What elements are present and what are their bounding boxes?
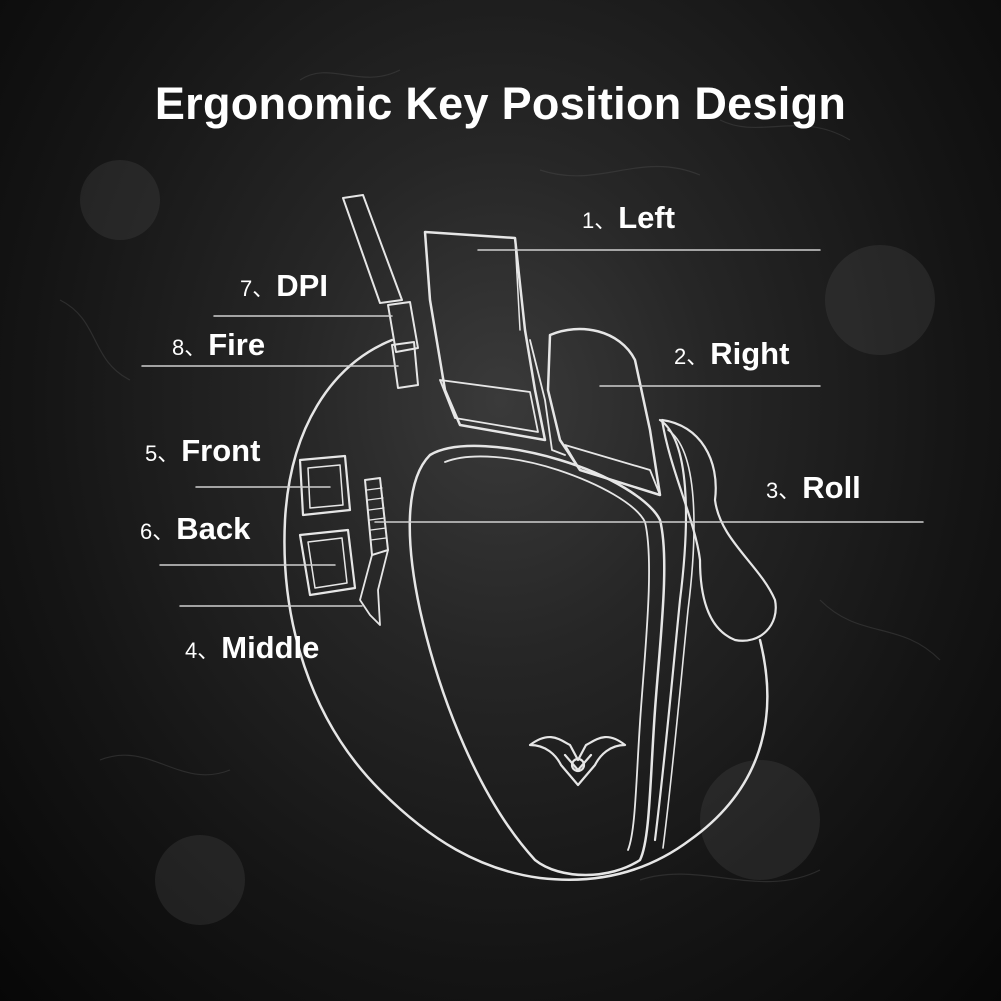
cable-connector — [387, 301, 419, 353]
label-front: 5、Front — [145, 433, 260, 469]
label-middle: 4、Middle — [185, 630, 319, 666]
label-front-text: Front — [181, 433, 261, 468]
label-left-text: Left — [618, 200, 676, 235]
left-button — [423, 230, 547, 442]
label-roll-text: Roll — [802, 470, 861, 505]
label-front-number: 5、 — [145, 441, 180, 466]
label-dpi: 7、DPI — [240, 268, 328, 304]
side-strip — [653, 418, 688, 842]
back-button — [298, 528, 357, 597]
label-right-text: Right — [710, 336, 790, 371]
label-back-number: 6、 — [140, 519, 175, 544]
diagram-title: Ergonomic Key Position Design — [154, 78, 847, 129]
label-dpi-text: DPI — [276, 268, 328, 303]
thumb-grip — [660, 418, 777, 642]
mouse-shell-outline — [283, 338, 769, 881]
label-fire-number: 8、 — [172, 335, 207, 360]
label-dpi-number: 7、 — [240, 276, 275, 301]
palm-panel — [408, 444, 666, 877]
spider-logo-icon — [528, 735, 627, 787]
mouse-cable — [342, 194, 403, 304]
label-roll-number: 3、 — [766, 478, 801, 503]
label-back: 6、Back — [140, 511, 250, 547]
label-roll: 3、Roll — [766, 470, 861, 506]
label-right: 2、Right — [674, 336, 789, 372]
label-fire-text: Fire — [208, 327, 266, 362]
right-button — [546, 327, 662, 497]
label-back-text: Back — [176, 511, 251, 546]
label-right-number: 2、 — [674, 344, 709, 369]
label-fire: 8、Fire — [172, 327, 265, 363]
label-left: 1、Left — [582, 200, 675, 236]
label-left-number: 1、 — [582, 208, 617, 233]
label-middle-text: Middle — [221, 630, 320, 665]
front-button — [298, 454, 352, 517]
label-middle-number: 4、 — [185, 638, 220, 663]
